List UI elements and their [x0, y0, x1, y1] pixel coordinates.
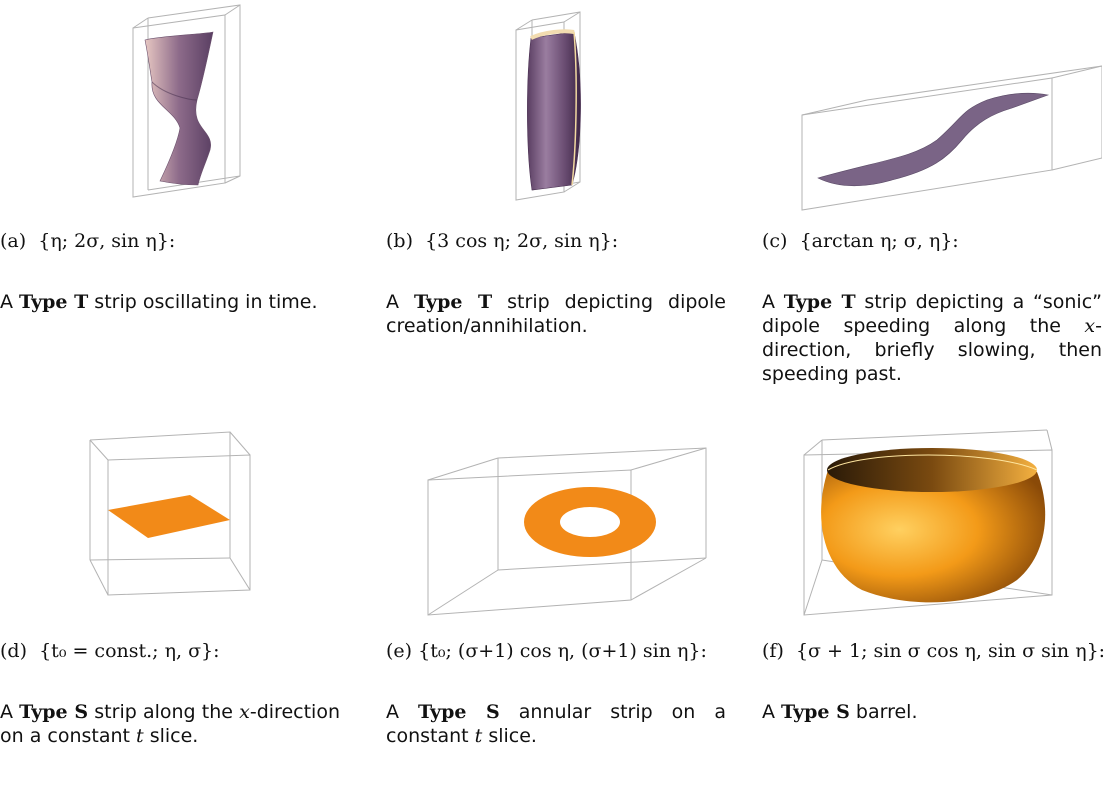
caption-b: (b) {3 cos η; 2σ, sin η}:: [386, 230, 619, 252]
panel-f: (f) {σ + 1; sin σ cos η, sin σ sin η}: A…: [762, 410, 1105, 723]
caption-a: (a) {η; 2σ, sin η}:: [0, 230, 176, 252]
panel-c: (c) {arctan η; σ, η}: A Type T strip dep…: [762, 0, 1102, 385]
description-b: A Type T strip depicting dipole creation…: [386, 291, 726, 337]
caption-d: (d) {t₀ = const.; η, σ}:: [0, 640, 220, 662]
figure-b: [515, 11, 581, 201]
description-a: A Type T strip oscillating in time.: [0, 291, 318, 313]
caption-f: (f) {σ + 1; sin σ cos η, sin σ sin η}:: [762, 640, 1106, 662]
figure-f: [803, 429, 1053, 616]
description-d: A Type S strip along the x-direction on …: [0, 701, 340, 747]
panel-b: (b) {3 cos η; 2σ, sin η}: A Type T strip…: [386, 0, 726, 337]
caption-e: (e) {t₀; (σ+1) cos η, (σ+1) sin η}:: [386, 640, 707, 662]
caption-c: (c) {arctan η; σ, η}:: [762, 230, 959, 252]
panel-d: (d) {t₀ = const.; η, σ}: A Type S strip …: [0, 410, 340, 747]
description-e: A Type S annular strip on a constant t s…: [386, 701, 726, 747]
figure-e: [427, 447, 707, 616]
description-c: A Type T strip depicting a “sonic” dipol…: [762, 291, 1102, 385]
description-f: A Type S barrel.: [762, 701, 918, 723]
figure-d: [89, 431, 251, 596]
panel-e: (e) {t₀; (σ+1) cos η, (σ+1) sin η}: A Ty…: [386, 410, 726, 747]
figure-c: [801, 65, 1102, 211]
figure-a: [132, 4, 241, 198]
panel-a: (a) {η; 2σ, sin η}: A Type T strip oscil…: [0, 0, 340, 313]
